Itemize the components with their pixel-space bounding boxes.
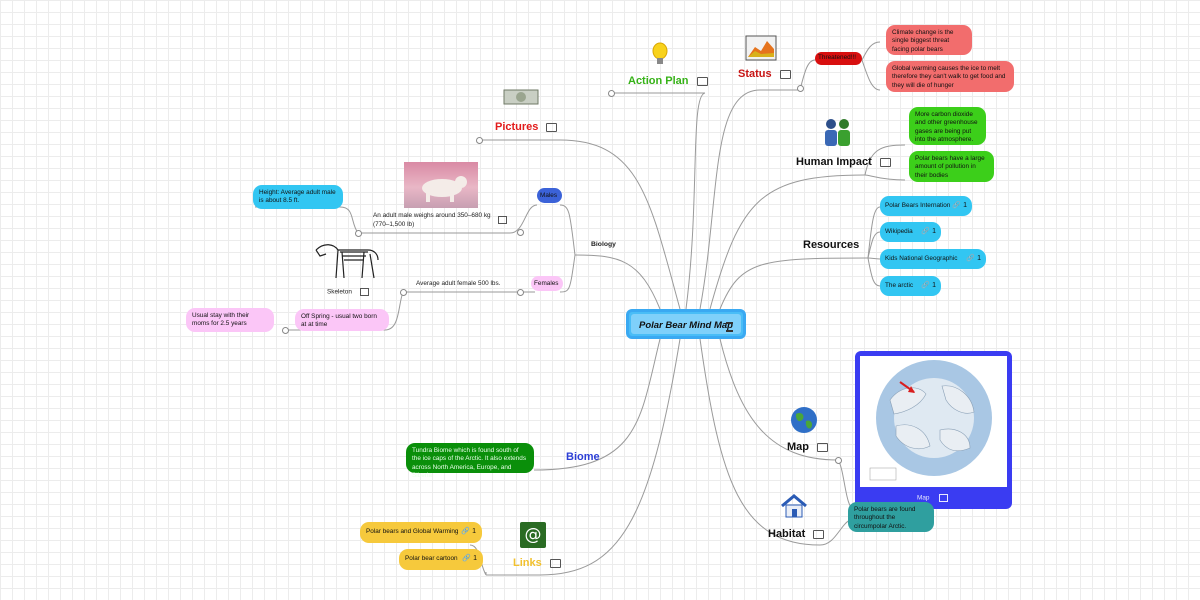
status-badge[interactable]: Threatened!!! bbox=[815, 52, 862, 65]
image-icon bbox=[939, 494, 949, 502]
image-icon bbox=[879, 157, 891, 167]
link-icon: 1 bbox=[921, 282, 936, 290]
topic-human-impact[interactable]: Human Impact bbox=[796, 156, 891, 168]
globe-icon bbox=[789, 405, 819, 435]
resource-link-label: Kids National Geographic bbox=[885, 255, 958, 262]
polar-bear-photo bbox=[404, 162, 478, 208]
image-icon bbox=[498, 216, 507, 224]
resource-link-label: Wikipedia bbox=[885, 228, 913, 235]
habitat-text: Polar bears are found throughout the cir… bbox=[854, 506, 916, 530]
map-caption: Map bbox=[917, 494, 949, 503]
resource-link[interactable]: Wikipedia 1 bbox=[880, 222, 941, 242]
topic-status-label: Status bbox=[738, 68, 772, 80]
link-label: Polar bear cartoon bbox=[405, 555, 458, 562]
status-item-text: Global warming causes the ice to melt th… bbox=[892, 65, 1006, 89]
offspring-node[interactable]: Off Spring - usual two born at at time bbox=[295, 309, 389, 331]
biome-node[interactable]: Tundra Biome which is found south of the… bbox=[406, 443, 534, 479]
human-impact-text: More carbon dioxide and other greenhouse… bbox=[915, 111, 978, 144]
collapse-handle[interactable] bbox=[282, 327, 289, 334]
link-icon: 1 bbox=[966, 255, 981, 263]
link-item[interactable]: Polar bear cartoon 1 bbox=[399, 549, 483, 570]
status-item[interactable]: Global warming causes the ice to melt th… bbox=[886, 61, 1014, 92]
link-icon: 1 bbox=[952, 202, 967, 210]
human-impact-item[interactable]: Polar bears have a large amount of pollu… bbox=[909, 151, 994, 182]
male-height-text: Height: Average adult male is about 8.5 … bbox=[259, 189, 336, 205]
topic-action-plan[interactable]: Action Plan bbox=[628, 75, 708, 87]
biome-text: Tundra Biome which is found south of the… bbox=[412, 447, 527, 480]
arctic-map-image bbox=[860, 356, 1007, 487]
male-weight-text: An adult male weighs around 350–680 kg (… bbox=[373, 212, 491, 228]
topic-pictures[interactable]: Pictures bbox=[495, 121, 558, 133]
topic-biology[interactable]: Biology bbox=[591, 241, 616, 248]
central-topic-title: Polar Bear Mind Map bbox=[639, 320, 733, 331]
stay-text: Usual stay with their moms for 2.5 years bbox=[192, 312, 250, 328]
money-icon bbox=[503, 88, 539, 106]
collapse-handle[interactable] bbox=[608, 90, 615, 97]
collapse-handle[interactable] bbox=[355, 230, 362, 237]
females-node[interactable]: Females bbox=[531, 276, 563, 291]
human-impact-text: Polar bears have a large amount of pollu… bbox=[915, 155, 985, 179]
image-icon bbox=[546, 122, 558, 132]
collapse-handle[interactable] bbox=[517, 229, 524, 236]
topic-map-label: Map bbox=[787, 441, 809, 453]
image-icon bbox=[813, 529, 825, 539]
link-icon: 1 bbox=[462, 555, 477, 563]
resource-link[interactable]: Kids National Geographic 1 bbox=[880, 249, 986, 269]
chart-icon bbox=[745, 35, 777, 61]
resource-link[interactable]: Polar Bears Internation1 bbox=[880, 196, 972, 216]
resource-link-label: Polar Bears Internation bbox=[885, 202, 951, 209]
collapse-handle[interactable] bbox=[835, 457, 842, 464]
status-item[interactable]: Climate change is the single biggest thr… bbox=[886, 25, 972, 55]
collapse-handle[interactable] bbox=[797, 85, 804, 92]
topic-biome[interactable]: Biome bbox=[566, 451, 600, 463]
lightbulb-icon bbox=[652, 42, 668, 68]
link-label: Polar bears and Global Warming bbox=[366, 528, 459, 535]
map-card[interactable]: Map bbox=[855, 351, 1012, 509]
image-icon bbox=[549, 558, 561, 568]
collapse-handle[interactable] bbox=[517, 289, 524, 296]
topic-resources[interactable]: Resources bbox=[803, 239, 859, 251]
topic-human-impact-label: Human Impact bbox=[796, 156, 872, 168]
topic-habitat-label: Habitat bbox=[768, 528, 806, 540]
male-height-node[interactable]: Height: Average adult male is about 8.5 … bbox=[253, 185, 343, 209]
link-item[interactable]: Polar bears and Global Warming1 bbox=[360, 522, 482, 543]
topic-habitat[interactable]: Habitat bbox=[768, 528, 825, 540]
image-icon bbox=[817, 442, 828, 452]
resource-link-label: The arctic bbox=[885, 282, 914, 289]
stay-node[interactable]: Usual stay with their moms for 2.5 years bbox=[186, 308, 274, 332]
topic-status[interactable]: Status bbox=[738, 68, 791, 80]
house-icon bbox=[779, 493, 809, 519]
link-icon: 1 bbox=[461, 528, 476, 536]
image-icon bbox=[779, 69, 791, 79]
people-icon bbox=[822, 118, 852, 148]
topic-pictures-label: Pictures bbox=[495, 121, 539, 133]
skeleton-label: Skeleton bbox=[327, 288, 369, 297]
offspring-text: Off Spring - usual two born at at time bbox=[301, 313, 377, 329]
topic-links-label: Links bbox=[513, 557, 542, 569]
habitat-node[interactable]: Polar bears are found throughout the cir… bbox=[848, 502, 934, 532]
image-icon bbox=[696, 76, 708, 86]
males-label: Males bbox=[540, 192, 558, 199]
female-weight-text: Average adult female 500 lbs. bbox=[416, 280, 501, 287]
status-item-text: Climate change is the single biggest thr… bbox=[892, 29, 954, 53]
topic-resources-label: Resources bbox=[803, 239, 860, 251]
at-sign-icon: @ bbox=[520, 522, 546, 548]
collapse-handle[interactable] bbox=[400, 289, 407, 296]
topic-map[interactable]: Map bbox=[787, 441, 828, 453]
topic-links[interactable]: Links bbox=[513, 557, 561, 569]
females-label: Females bbox=[534, 280, 559, 287]
notes-icon bbox=[726, 322, 733, 332]
males-node[interactable]: Males bbox=[537, 188, 562, 203]
central-topic[interactable]: Polar Bear Mind Map bbox=[626, 309, 746, 339]
collapse-handle[interactable] bbox=[476, 137, 483, 144]
topic-biome-label: Biome bbox=[566, 451, 600, 463]
topic-action-plan-label: Action Plan bbox=[628, 75, 689, 87]
resource-link[interactable]: The arctic 1 bbox=[880, 276, 941, 296]
skeleton-drawing bbox=[312, 238, 384, 282]
link-icon: 1 bbox=[921, 228, 936, 236]
status-badge-text: Threatened!!! bbox=[818, 54, 857, 61]
image-icon bbox=[359, 288, 369, 296]
human-impact-item[interactable]: More carbon dioxide and other greenhouse… bbox=[909, 107, 986, 145]
